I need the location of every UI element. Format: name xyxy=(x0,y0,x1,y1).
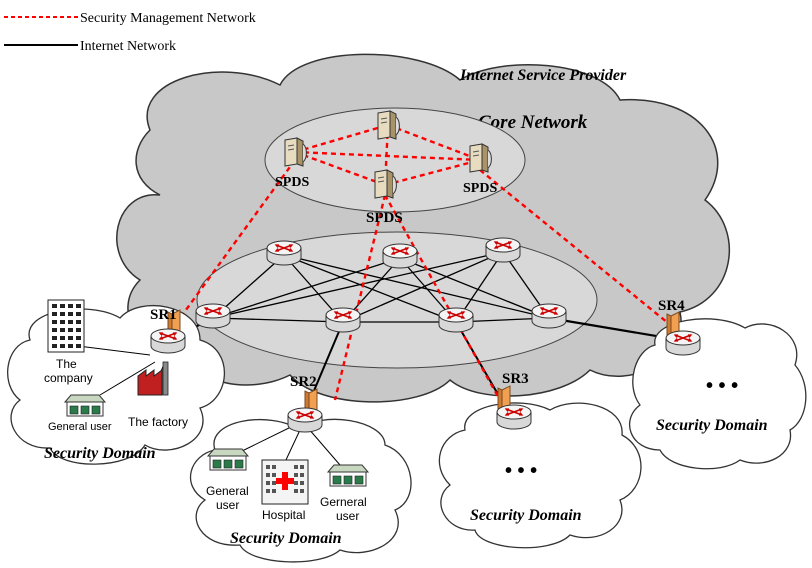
security-links xyxy=(174,123,669,401)
legend-internet-label: Internet Network xyxy=(80,39,176,54)
gerneral-user-label-a: Gerneral xyxy=(320,495,367,509)
sr2-label: SR2 xyxy=(290,374,317,390)
security-router-sr2[interactable] xyxy=(287,388,323,433)
factory-label: The factory xyxy=(128,415,188,429)
core-network-label: Core Network xyxy=(478,112,588,133)
spds-label-left: SPDS xyxy=(275,175,309,190)
company-building-icon xyxy=(47,299,85,353)
spds-server-center[interactable] xyxy=(374,169,397,199)
core-router-mid-right[interactable] xyxy=(438,307,474,333)
spds-server-right[interactable] xyxy=(469,143,492,173)
spds-label-right: SPDS xyxy=(463,181,497,196)
general-user-house-icon-3 xyxy=(327,464,369,487)
general-user-label-2a: General xyxy=(206,484,249,498)
hospital-label: Hospital xyxy=(262,508,305,522)
link-hospital-sr2 xyxy=(284,429,301,463)
core-router-top-center[interactable] xyxy=(382,243,418,269)
legend-security-label: Security Management Network xyxy=(80,11,256,26)
isp-label: Internet Service Provider xyxy=(459,67,627,84)
sr4-label: SR4 xyxy=(658,298,685,314)
core-ring xyxy=(196,231,598,369)
spds-label-center: SPDS xyxy=(366,210,403,226)
core-router-right[interactable] xyxy=(531,303,567,329)
security-domain-label-4: Security Domain xyxy=(656,417,768,434)
link-house-sr1 xyxy=(99,361,156,396)
ellipsis-domain-3: • • • xyxy=(505,460,537,482)
link-house2-sr2 xyxy=(307,427,341,466)
spds-server-top[interactable] xyxy=(377,110,400,140)
general-user-label-2b: user xyxy=(216,498,239,512)
company-label-line1: The xyxy=(56,357,77,371)
security-domain-cloud-4 xyxy=(629,318,807,470)
gerneral-user-label-b: user xyxy=(336,509,359,523)
company-label-line2: company xyxy=(44,371,93,385)
sr1-label: SR1 xyxy=(150,307,177,323)
factory-icon xyxy=(137,361,169,396)
core-router-top-right[interactable] xyxy=(485,237,521,263)
general-user-label-1: General user xyxy=(48,421,112,433)
sr3-label: SR3 xyxy=(502,371,529,387)
spds-server-left[interactable] xyxy=(284,137,307,167)
security-router-sr4[interactable] xyxy=(665,311,701,356)
security-domain-cloud-3 xyxy=(438,402,642,549)
link-house-sr2 xyxy=(239,424,296,453)
security-domain-label-2: Security Domain xyxy=(230,530,342,547)
ellipsis-domain-4: • • • xyxy=(706,375,738,397)
legend: Security Management Network Internet Net… xyxy=(4,11,256,54)
security-domain-label-3: Security Domain xyxy=(470,507,582,524)
hospital-icon xyxy=(261,459,309,505)
core-router-top-left[interactable] xyxy=(266,240,302,266)
general-user-house-icon-2 xyxy=(207,448,249,471)
core-router-mid-left[interactable] xyxy=(325,307,361,333)
general-user-house-icon xyxy=(64,394,106,417)
security-domain-label-1: Security Domain xyxy=(44,445,156,462)
core-router-left[interactable] xyxy=(195,303,231,329)
